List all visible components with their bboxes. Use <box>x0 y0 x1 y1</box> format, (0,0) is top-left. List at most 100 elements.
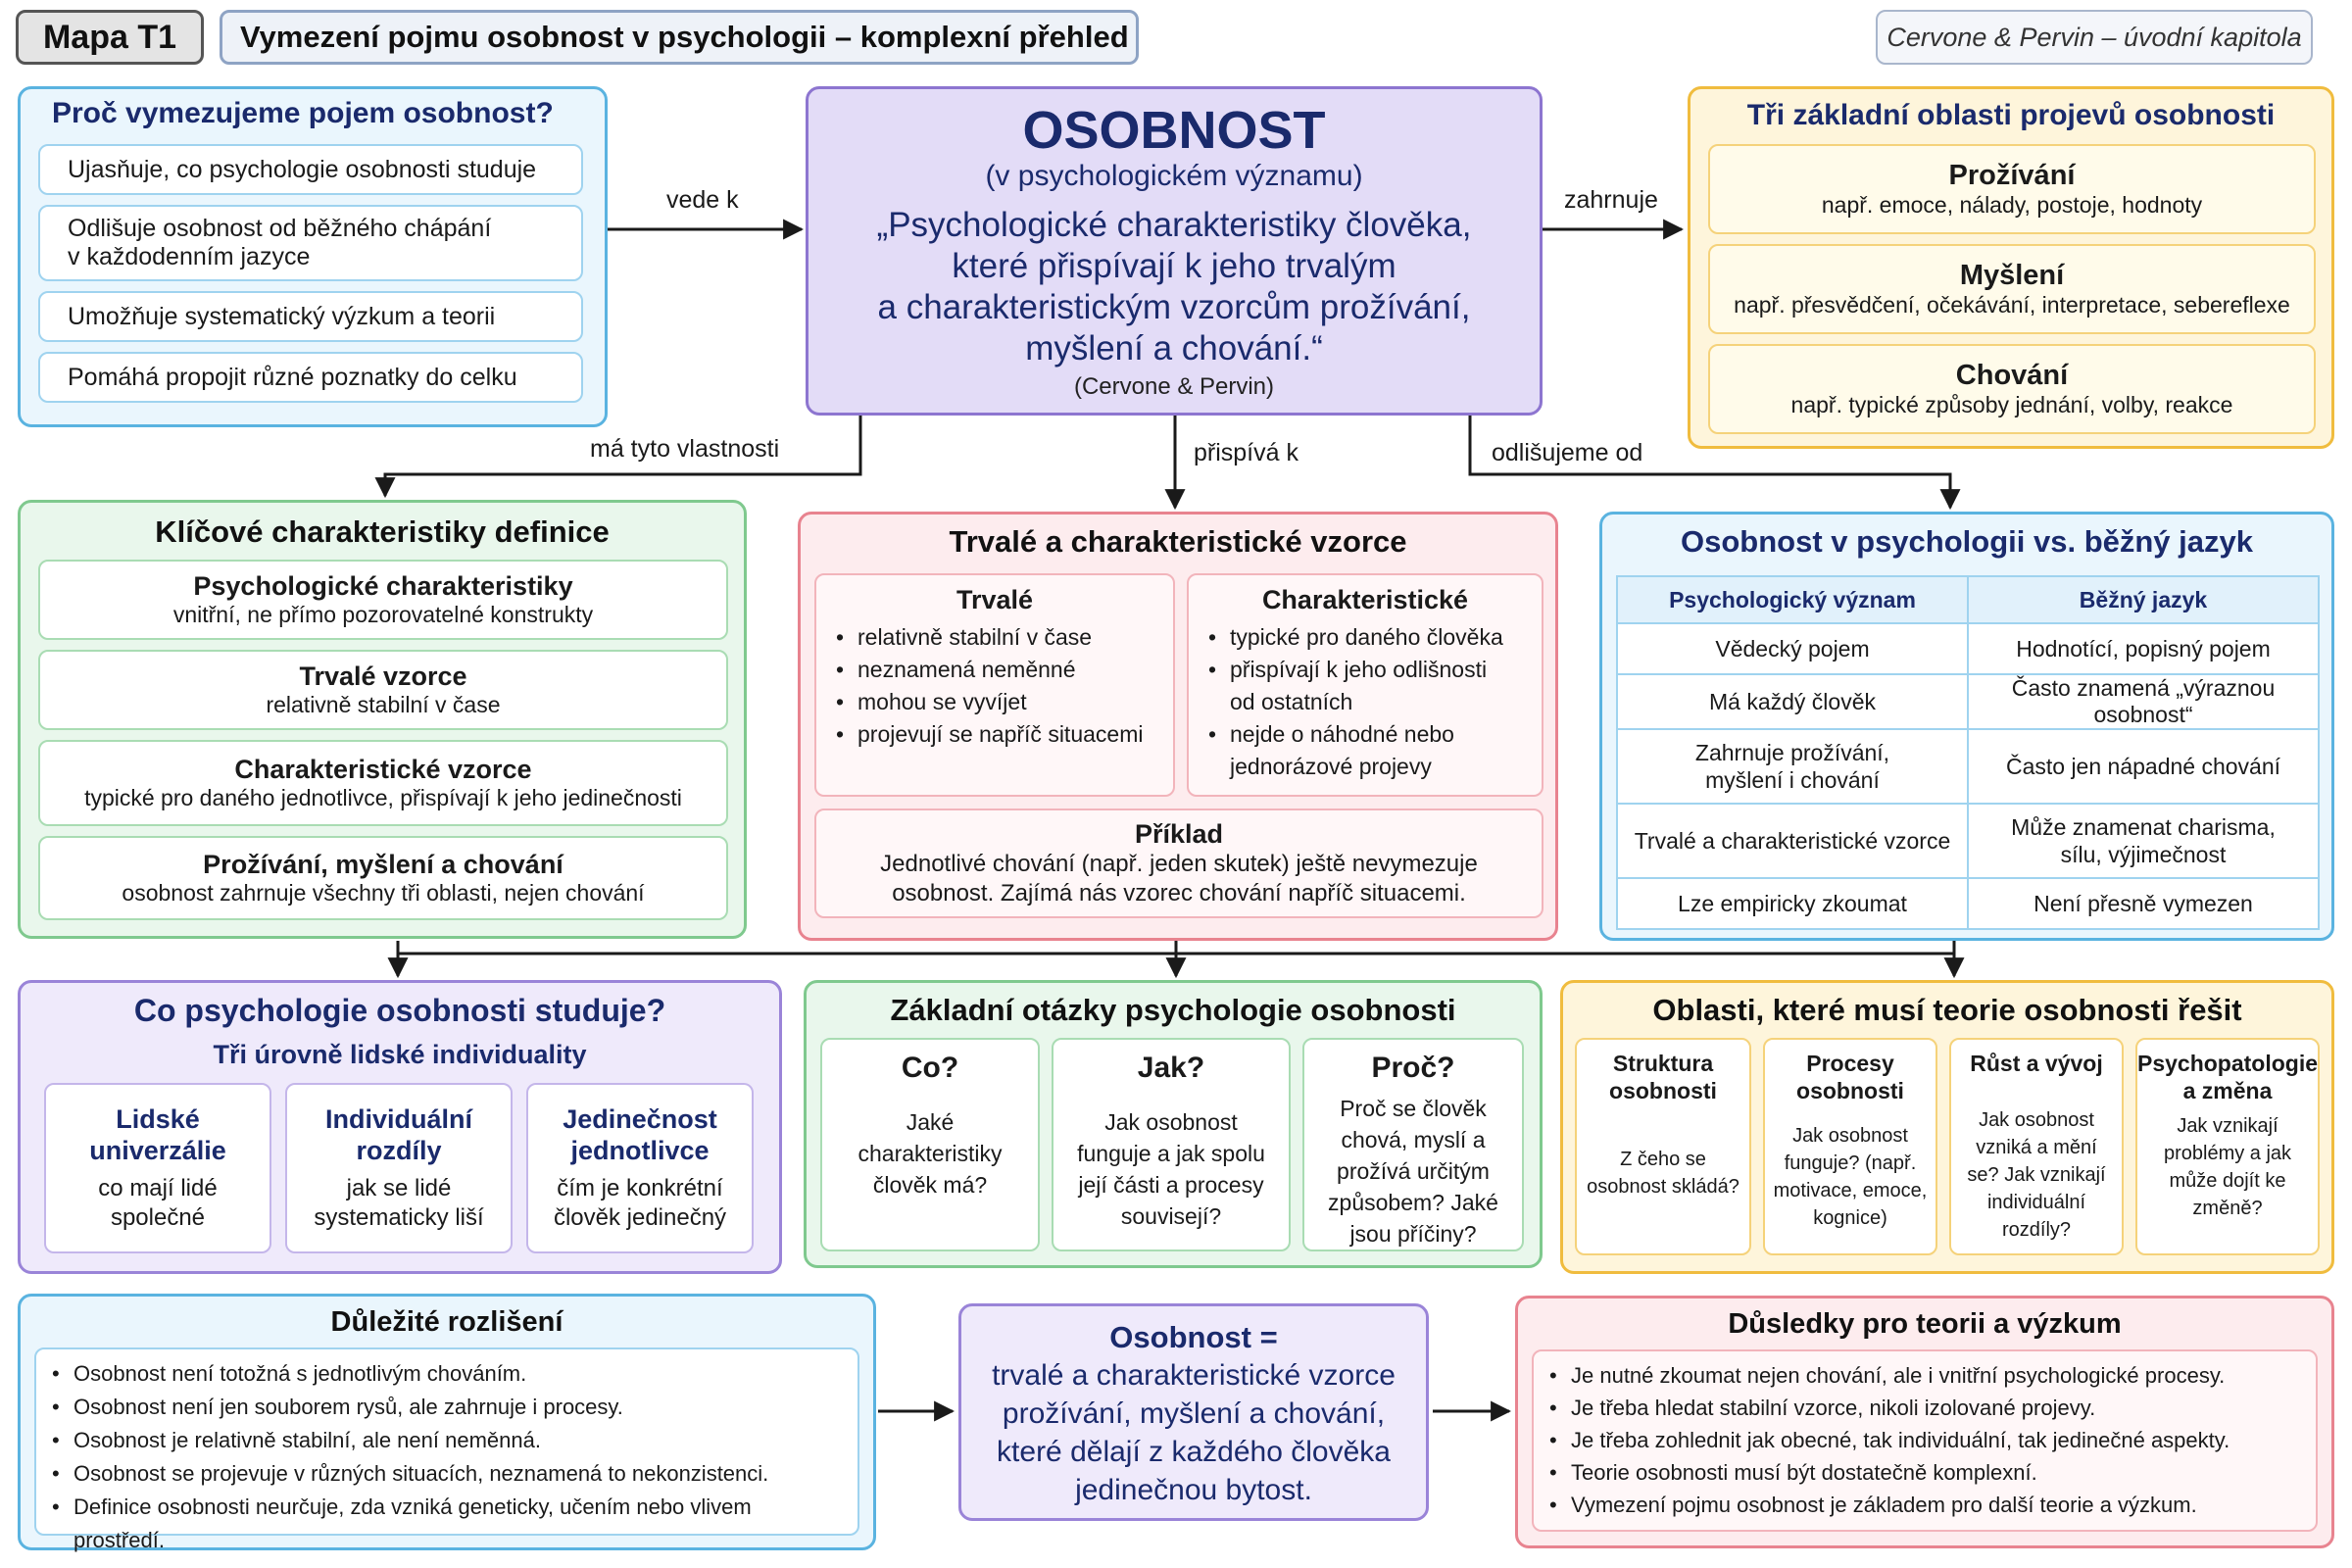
summary-line: jedinečnou bytost. <box>1075 1474 1312 1506</box>
distinction-item: Osobnost není jen souborem rysů, ale zah… <box>46 1391 848 1424</box>
implication-item: Je třeba hledat stabilní vzorce, nikoli … <box>1544 1392 2306 1424</box>
center-definition-line: myšlení a chování.“ <box>1025 329 1323 368</box>
level-desc: čím je konkrétní člověk jedinečný <box>553 1175 727 1231</box>
page-title: Vymezení pojmu osobnost v psychologii – … <box>220 10 1139 65</box>
implications-panel: Důsledky pro teorii a výzkum Je nutné zk… <box>1515 1296 2334 1548</box>
map-badge-label: Mapa T1 <box>42 18 177 56</box>
studies-panel: Co psychologie osobnosti studuje? Tři úr… <box>18 980 782 1274</box>
question-title: Co? <box>901 1052 959 1084</box>
why-title: Proč vymezujeme pojem osobnost? <box>52 97 554 129</box>
compare-header-psych: Psychologický význam <box>1616 575 1969 624</box>
lasting-item: mohou se vyvíjet <box>830 686 1159 718</box>
question-why: Proč? Proč se člověk chová, myslí a prož… <box>1302 1038 1524 1251</box>
question-title: Jak? <box>1137 1052 1205 1084</box>
key-item-title: Trvalé vzorce <box>299 662 467 691</box>
summary-title: Osobnost = <box>1109 1320 1278 1354</box>
characteristic-item: nejde o náhodné nebo <box>1202 718 1528 751</box>
distinctions-list-card: Osobnost není totožná s jednotlivým chov… <box>34 1348 859 1552</box>
level-desc: co mají lidé společné <box>98 1175 218 1231</box>
compare-cell: Má každý člověk <box>1616 673 1969 730</box>
why-item-2: Odlišuje osobnost od běžného chápání v k… <box>38 205 583 281</box>
theory-item-title: Růst a vývoj <box>1970 1051 2103 1076</box>
level-title: Lidské univerzálie <box>89 1104 226 1165</box>
compare-header-common: Běžný jazyk <box>1967 575 2320 624</box>
characteristic-item: jednorázové projevy <box>1202 751 1528 783</box>
compare-cell: Hodnotící, popisný pojem <box>1967 622 2320 675</box>
theory-processes: Procesy osobnosti Jak osobnost funguje? … <box>1763 1038 1937 1255</box>
area-title: Myšlení <box>1959 260 2065 291</box>
theory-item-title: Psychopatologie a změna <box>2136 1051 2319 1103</box>
theory-item-desc: Jak osobnost funguje? (např. motivace, e… <box>1773 1125 1928 1229</box>
area-desc: např. typické způsoby jednání, volby, re… <box>1790 392 2233 417</box>
theory-item-desc: Z čeho se osobnost skládá? <box>1587 1149 1740 1198</box>
map-badge: Mapa T1 <box>16 10 204 65</box>
theory-title: Oblasti, které musí teorie osobnosti řeš… <box>1652 993 2242 1027</box>
key-item-title: Psychologické charakteristiky <box>193 571 573 601</box>
characteristic-item-cont: od ostatních <box>1230 689 1353 714</box>
implication-item: Je nutné zkoumat nejen chování, ale i vn… <box>1544 1359 2306 1392</box>
level-individual-differences: Individuální rozdíly jak se lidé systema… <box>285 1083 513 1253</box>
center-title: OSOBNOST <box>1022 101 1326 160</box>
theory-item-desc: Jak vznikají problémy a jak může dojít k… <box>2163 1115 2292 1219</box>
key-item-psychological: Psychologické charakteristiky vnitřní, n… <box>38 560 728 640</box>
why-item-1: Ujasňuje, co psychologie osobnosti studu… <box>38 144 583 195</box>
areas-panel: Tři základní oblasti projevů osobnosti P… <box>1688 86 2334 449</box>
patterns-characteristic: Charakteristické typické pro daného člov… <box>1187 573 1544 797</box>
area-desc: např. emoce, nálady, postoje, hodnoty <box>1821 192 2203 218</box>
center-definition-line: a charakteristickým vzorcům prožívání, <box>877 288 1471 326</box>
why-item-text: Ujasňuje, co psychologie osobnosti studu… <box>68 155 537 183</box>
implication-item: Vymezení pojmu osobnost je základem pro … <box>1544 1489 2306 1521</box>
arrow-center-to-compare <box>1468 416 1961 511</box>
theory-psychopathology: Psychopatologie a změna Jak vznikají pro… <box>2135 1038 2320 1255</box>
summary-line: trvalé a charakteristické vzorce <box>992 1359 1396 1392</box>
theory-structure: Struktura osobnosti Z čeho se osobnost s… <box>1575 1038 1751 1255</box>
key-item-domains: Prožívání, myšlení a chování osobnost za… <box>38 836 728 920</box>
characteristic-title: Charakteristické <box>1261 585 1469 614</box>
edge-label-prispiva-k: přispívá k <box>1194 439 1298 466</box>
question-desc: Jaké charakteristiky člověk má? <box>858 1109 1003 1198</box>
compare-cell: Lze empiricky zkoumat <box>1616 877 1969 930</box>
compare-title: Osobnost v psychologii vs. běžný jazyk <box>1681 524 2253 559</box>
edge-label-vede-k: vede k <box>666 186 739 214</box>
question-title: Proč? <box>1371 1052 1455 1084</box>
distinction-item: Osobnost není totožná s jednotlivým chov… <box>46 1357 848 1391</box>
center-definition-line: „Psychologické charakteristiky člověka, <box>876 206 1472 244</box>
level-uniqueness: Jedinečnost jednotlivce čím je konkrétní… <box>526 1083 754 1253</box>
level-desc: jak se lidé systematicky liší <box>314 1175 484 1231</box>
summary-box: Osobnost = trvalé a charakteristické vzo… <box>958 1303 1429 1521</box>
compare-cell: Může znamenat charisma, sílu, výjimečnos… <box>1967 803 2320 879</box>
key-item-desc: osobnost zahrnuje všechny tři oblasti, n… <box>122 880 645 906</box>
theory-item-title: Struktura osobnosti <box>1609 1051 1717 1103</box>
compare-cell: Často jen nápadné chování <box>1967 728 2320 805</box>
why-panel: Proč vymezujeme pojem osobnost? Ujasňuje… <box>18 86 608 427</box>
level-title: Individuální rozdíly <box>324 1104 472 1165</box>
why-item-text: Pomáhá propojit různé poznatky do celku <box>68 363 517 391</box>
patterns-title: Trvalé a charakteristické vzorce <box>949 524 1407 559</box>
example-text: Jednotlivé chování (např. jeden skutek) … <box>880 850 1478 877</box>
why-item-3: Umožňuje systematický výzkum a teorii <box>38 291 583 342</box>
compare-cell: Vědecký pojem <box>1616 622 1969 675</box>
area-desc: např. přesvědčení, očekávání, interpreta… <box>1734 292 2290 318</box>
questions-title: Základní otázky psychologie osobnosti <box>890 993 1456 1027</box>
key-item-desc: relativně stabilní v čase <box>266 692 501 717</box>
summary-line: které dělají z každého člověka <box>997 1436 1391 1468</box>
implication-item: Je třeba zohlednit jak obecné, tak indiv… <box>1544 1424 2306 1456</box>
patterns-example: Příklad Jednotlivé chování (např. jeden … <box>814 808 1544 918</box>
key-characteristics-panel: Klíčové charakteristiky definice Psychol… <box>18 500 747 939</box>
center-definition-line: které přispívají k jeho trvalým <box>952 247 1396 285</box>
edge-label-zahrnuje: zahrnuje <box>1564 186 1658 214</box>
compare-table: Psychologický význam Běžný jazyk Vědecký… <box>1616 575 2320 930</box>
question-how: Jak? Jak osobnost funguje a jak spolu je… <box>1052 1038 1291 1251</box>
area-prozivani: Prožívání např. emoce, nálady, postoje, … <box>1708 144 2316 234</box>
distinction-item: Osobnost se projevuje v různých situacíc… <box>46 1457 848 1491</box>
page-title-text: Vymezení pojmu osobnost v psychologii – … <box>240 20 1129 54</box>
edge-label-odlisujeme-od: odlišujeme od <box>1492 439 1643 466</box>
areas-title: Tři základní oblasti projevů osobnosti <box>1746 99 2276 131</box>
distinctions-panel: Důležité rozlišení Osobnost není totožná… <box>18 1294 876 1552</box>
distinction-item: Osobnost je relativně stabilní, ale není… <box>46 1424 848 1457</box>
key-item-title: Charakteristické vzorce <box>234 755 532 784</box>
theory-item-title: Procesy osobnosti <box>1796 1051 1904 1103</box>
key-item-desc: typické pro daného jednotlivce, přispíva… <box>84 785 682 810</box>
key-item-characteristic: Charakteristické vzorce typické pro dané… <box>38 740 728 826</box>
